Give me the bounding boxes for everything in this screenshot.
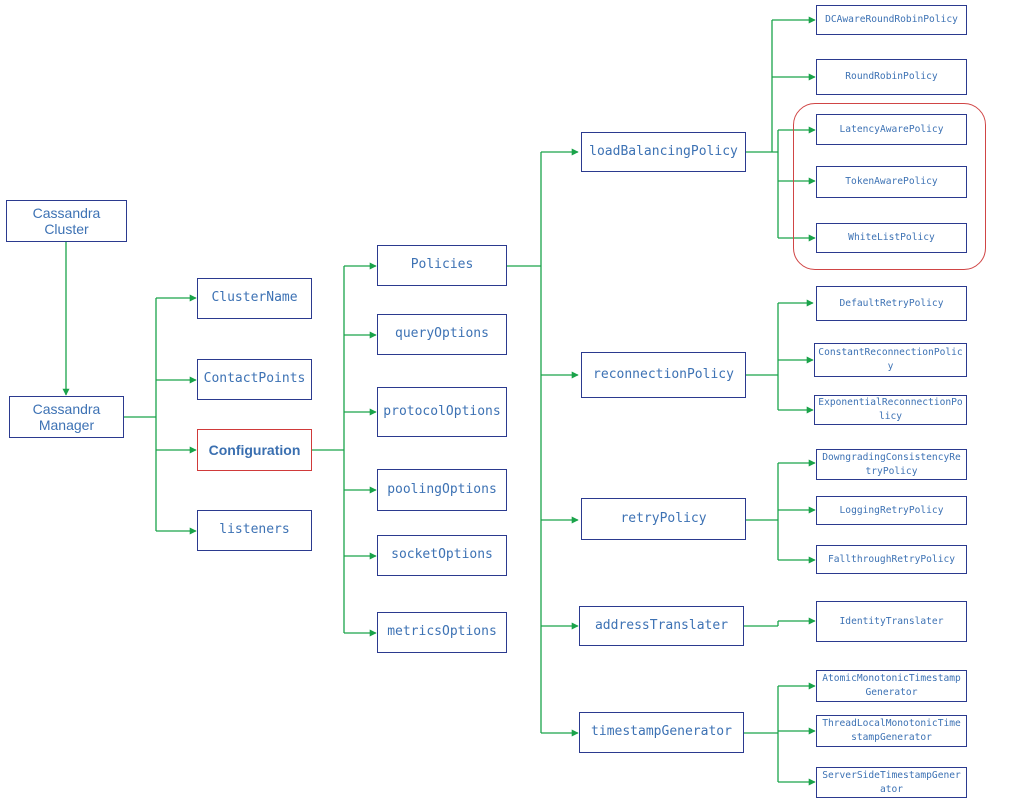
thread-local-monotonic-timestamp-generator-node: ThreadLocalMonotonicTimestampGenerator xyxy=(816,715,967,747)
listeners-node: listeners xyxy=(197,510,312,551)
load-balancing-policy-node: loadBalancingPolicy xyxy=(581,132,746,172)
configuration-node: Configuration xyxy=(197,429,312,471)
timestamp-generator-node: timestampGenerator xyxy=(579,712,744,753)
constant-reconnection-policy-node: ConstantReconnectionPolicy xyxy=(814,343,967,377)
address-translater-node: addressTranslater xyxy=(579,606,744,646)
retry-policy-node: retryPolicy xyxy=(581,498,746,540)
pooling-options-node: poolingOptions xyxy=(377,469,507,511)
server-side-timestamp-generator-node: ServerSideTimestampGenerator xyxy=(816,767,967,798)
downgrading-consistency-retry-policy-node: DowngradingConsistencyRetryPolicy xyxy=(816,449,967,480)
cassandra-cluster-node: Cassandra Cluster xyxy=(6,200,127,242)
default-retry-policy-node: DefaultRetryPolicy xyxy=(816,286,967,321)
fallthrough-retry-policy-node: FallthroughRetryPolicy xyxy=(816,545,967,574)
socket-options-node: socketOptions xyxy=(377,535,507,576)
white-list-policy-node: WhiteListPolicy xyxy=(816,223,967,253)
query-options-node: queryOptions xyxy=(377,314,507,355)
exponential-reconnection-policy-node: ExponentialReconnectionPolicy xyxy=(814,395,967,425)
latency-aware-policy-node: LatencyAwarePolicy xyxy=(816,114,967,145)
cluster-name-node: ClusterName xyxy=(197,278,312,319)
cassandra-manager-node: Cassandra Manager xyxy=(9,396,124,438)
policies-node: Policies xyxy=(377,245,507,286)
protocol-options-node: protocolOptions xyxy=(377,387,507,437)
logging-retry-policy-node: LoggingRetryPolicy xyxy=(816,496,967,525)
highlight-ring-policy-group xyxy=(793,103,986,270)
contact-points-node: ContactPoints xyxy=(197,359,312,400)
round-robin-policy-node: RoundRobinPolicy xyxy=(816,59,967,95)
dc-aware-round-robin-policy-node: DCAwareRoundRobinPolicy xyxy=(816,5,967,35)
identity-translater-node: IdentityTranslater xyxy=(816,601,967,642)
reconnection-policy-node: reconnectionPolicy xyxy=(581,352,746,398)
atomic-monotonic-timestamp-generator-node: AtomicMonotonicTimestampGenerator xyxy=(816,670,967,702)
metrics-options-node: metricsOptions xyxy=(377,612,507,653)
token-aware-policy-node: TokenAwarePolicy xyxy=(816,166,967,198)
